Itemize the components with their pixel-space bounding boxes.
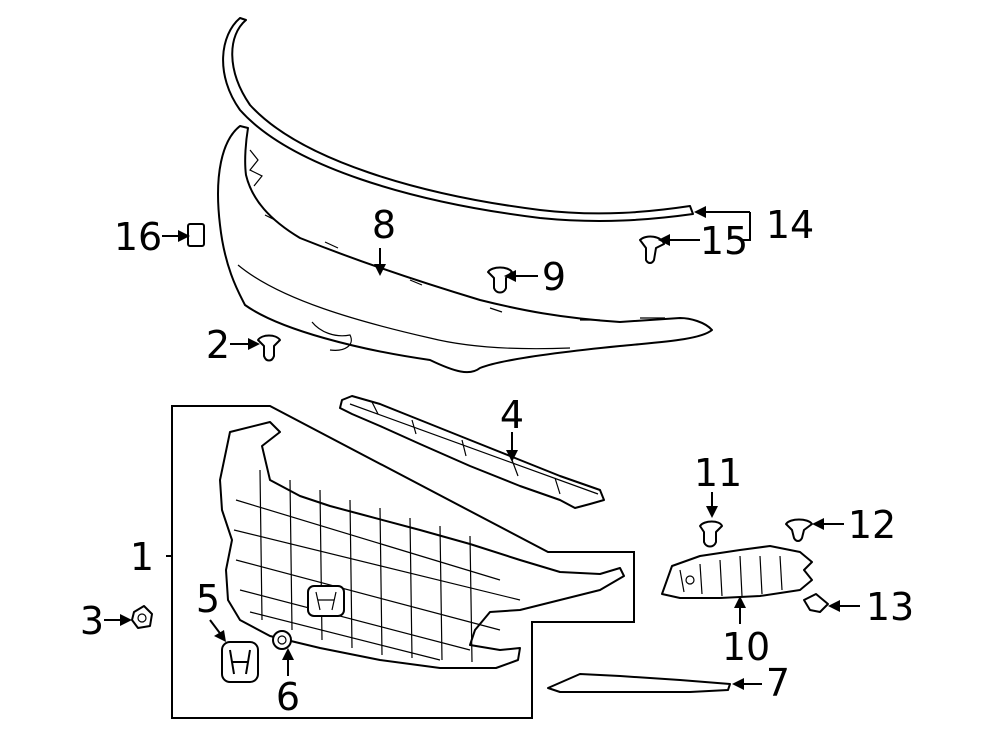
part-16-sensor-plug (187, 223, 205, 247)
part-7-lower-molding (547, 673, 731, 693)
part-15-molding-clip (639, 235, 665, 264)
part-3-nut (131, 605, 153, 629)
part-6-emblem-base (272, 630, 292, 650)
callout-labels: 1 2 3 4 5 6 7 8 9 10 11 12 13 14 15 16 (80, 203, 914, 719)
callout-9: 9 (542, 255, 566, 299)
part-1-grille (219, 421, 625, 669)
callout-10: 10 (722, 625, 770, 669)
callout-16: 16 (114, 215, 162, 259)
callout-13: 13 (866, 585, 914, 629)
part-14-upper-molding (222, 17, 694, 222)
part-10-side-bracket (661, 545, 813, 599)
callout-1: 1 (130, 535, 154, 579)
callout-6: 6 (276, 675, 300, 719)
leader-lines (104, 206, 860, 690)
part-13-small-clip (803, 593, 829, 613)
part-12-retainer (785, 518, 813, 542)
callout-15: 15 (700, 219, 748, 263)
callout-4: 4 (500, 393, 524, 437)
callout-14: 14 (766, 203, 814, 247)
part-5-emblem (221, 641, 259, 683)
part-9-push-clip (487, 266, 513, 294)
callout-2: 2 (206, 323, 230, 367)
callout-8: 8 (372, 203, 396, 247)
callout-3: 3 (80, 599, 104, 643)
part-2-clip (257, 334, 281, 362)
callout-11: 11 (694, 451, 742, 495)
part-11-bracket-clip (699, 520, 723, 548)
callout-7: 7 (766, 661, 790, 705)
callout-12: 12 (848, 503, 896, 547)
callout-5: 5 (196, 577, 220, 621)
part-4-upper-bracket (339, 395, 605, 509)
part-8-bumper-cover (217, 125, 713, 374)
part-1-box (171, 405, 635, 719)
